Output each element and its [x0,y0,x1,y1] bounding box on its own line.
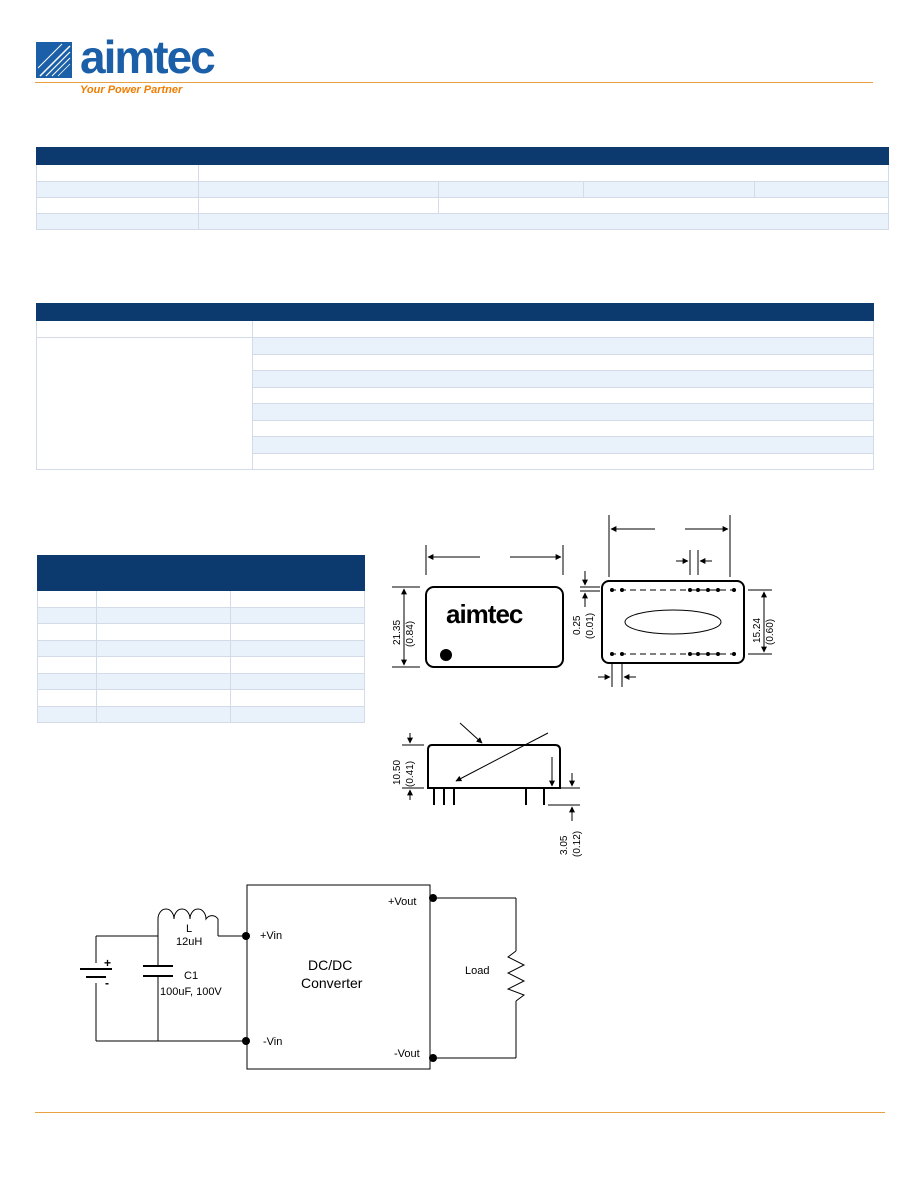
table-row [36,337,874,470]
table-row [37,623,365,641]
dim-label-height-inch: (0.84) [405,621,416,647]
table-row [37,706,365,723]
inductor-name: L [186,923,192,935]
table-row [37,689,365,707]
dim-label-pinlength: 3.05 [559,835,570,855]
bottom-label-oval [624,609,722,635]
capacitor-value: 100uF, 100V [160,986,222,998]
side-pins [433,788,545,805]
dim-label-offset: 0.25 [572,615,583,635]
inductor-coil [157,908,219,936]
spec-table-1 [36,147,889,230]
table-header-row [36,303,874,321]
table-row [37,370,874,388]
converter-label-line2: Converter [301,975,363,991]
dim-label-thickness: 10.50 [392,760,403,785]
table-row [36,197,889,214]
module-side-view [427,744,561,789]
header-divider [35,82,873,83]
table-row [37,640,365,657]
module-top-view [425,586,564,668]
table-row [37,673,365,690]
dim-label-pinspan: 15.24 [752,618,763,643]
mechanical-drawing: aimtec 21.35 (0.84) 0.25 (0.01) 15.24 (0… [392,515,776,857]
load-resistor [506,950,526,1002]
converter-label-line1: DC/DC [308,957,352,973]
table-row [37,420,874,437]
brand-name: aimtec [80,31,216,83]
dim-label-thickness-inch: (0.41) [405,761,416,787]
dim-label-pinspan-inch: (0.60) [765,619,776,645]
spec-table-2 [36,303,874,470]
table-header-row [36,147,889,165]
table-header-row [37,573,365,591]
pin1-marker [440,649,452,661]
table-row [37,656,365,674]
table-row [36,164,889,182]
module-brand-label: aimtec [446,599,523,629]
table-row [37,590,365,608]
pinout-table [37,555,365,723]
table-row [37,354,874,371]
brand-tagline: Your Power Partner [80,84,183,96]
table-row [37,453,874,470]
dim-label-height: 21.35 [392,620,403,645]
pin-label-vin-minus: -Vin [263,1036,282,1048]
battery-plus-label: + [104,956,111,970]
capacitor-name: C1 [184,970,198,982]
table-row [36,320,874,338]
table-row [36,181,889,198]
pin-label-vout-minus: -Vout [394,1048,420,1060]
dim-label-pinlength-inch: (0.12) [572,831,583,857]
table-row [37,403,874,421]
table-row [36,213,889,230]
battery-minus-label: - [105,976,109,990]
footer-divider [35,1112,885,1113]
dim-label-offset-inch: (0.01) [585,613,596,639]
inductor-value: 12uH [176,936,202,948]
application-circuit: DC/DC Converter +Vin -Vin +Vout -Vout + … [80,884,526,1070]
aimtec-logo-mark-icon [36,42,72,78]
table-header-row [37,555,365,574]
pin-label-vout-plus: +Vout [388,896,416,908]
converter-block [246,884,431,1070]
table-row [37,436,874,454]
load-label: Load [465,965,489,977]
table-row [37,607,365,624]
pin-label-vin-plus: +Vin [260,930,282,942]
